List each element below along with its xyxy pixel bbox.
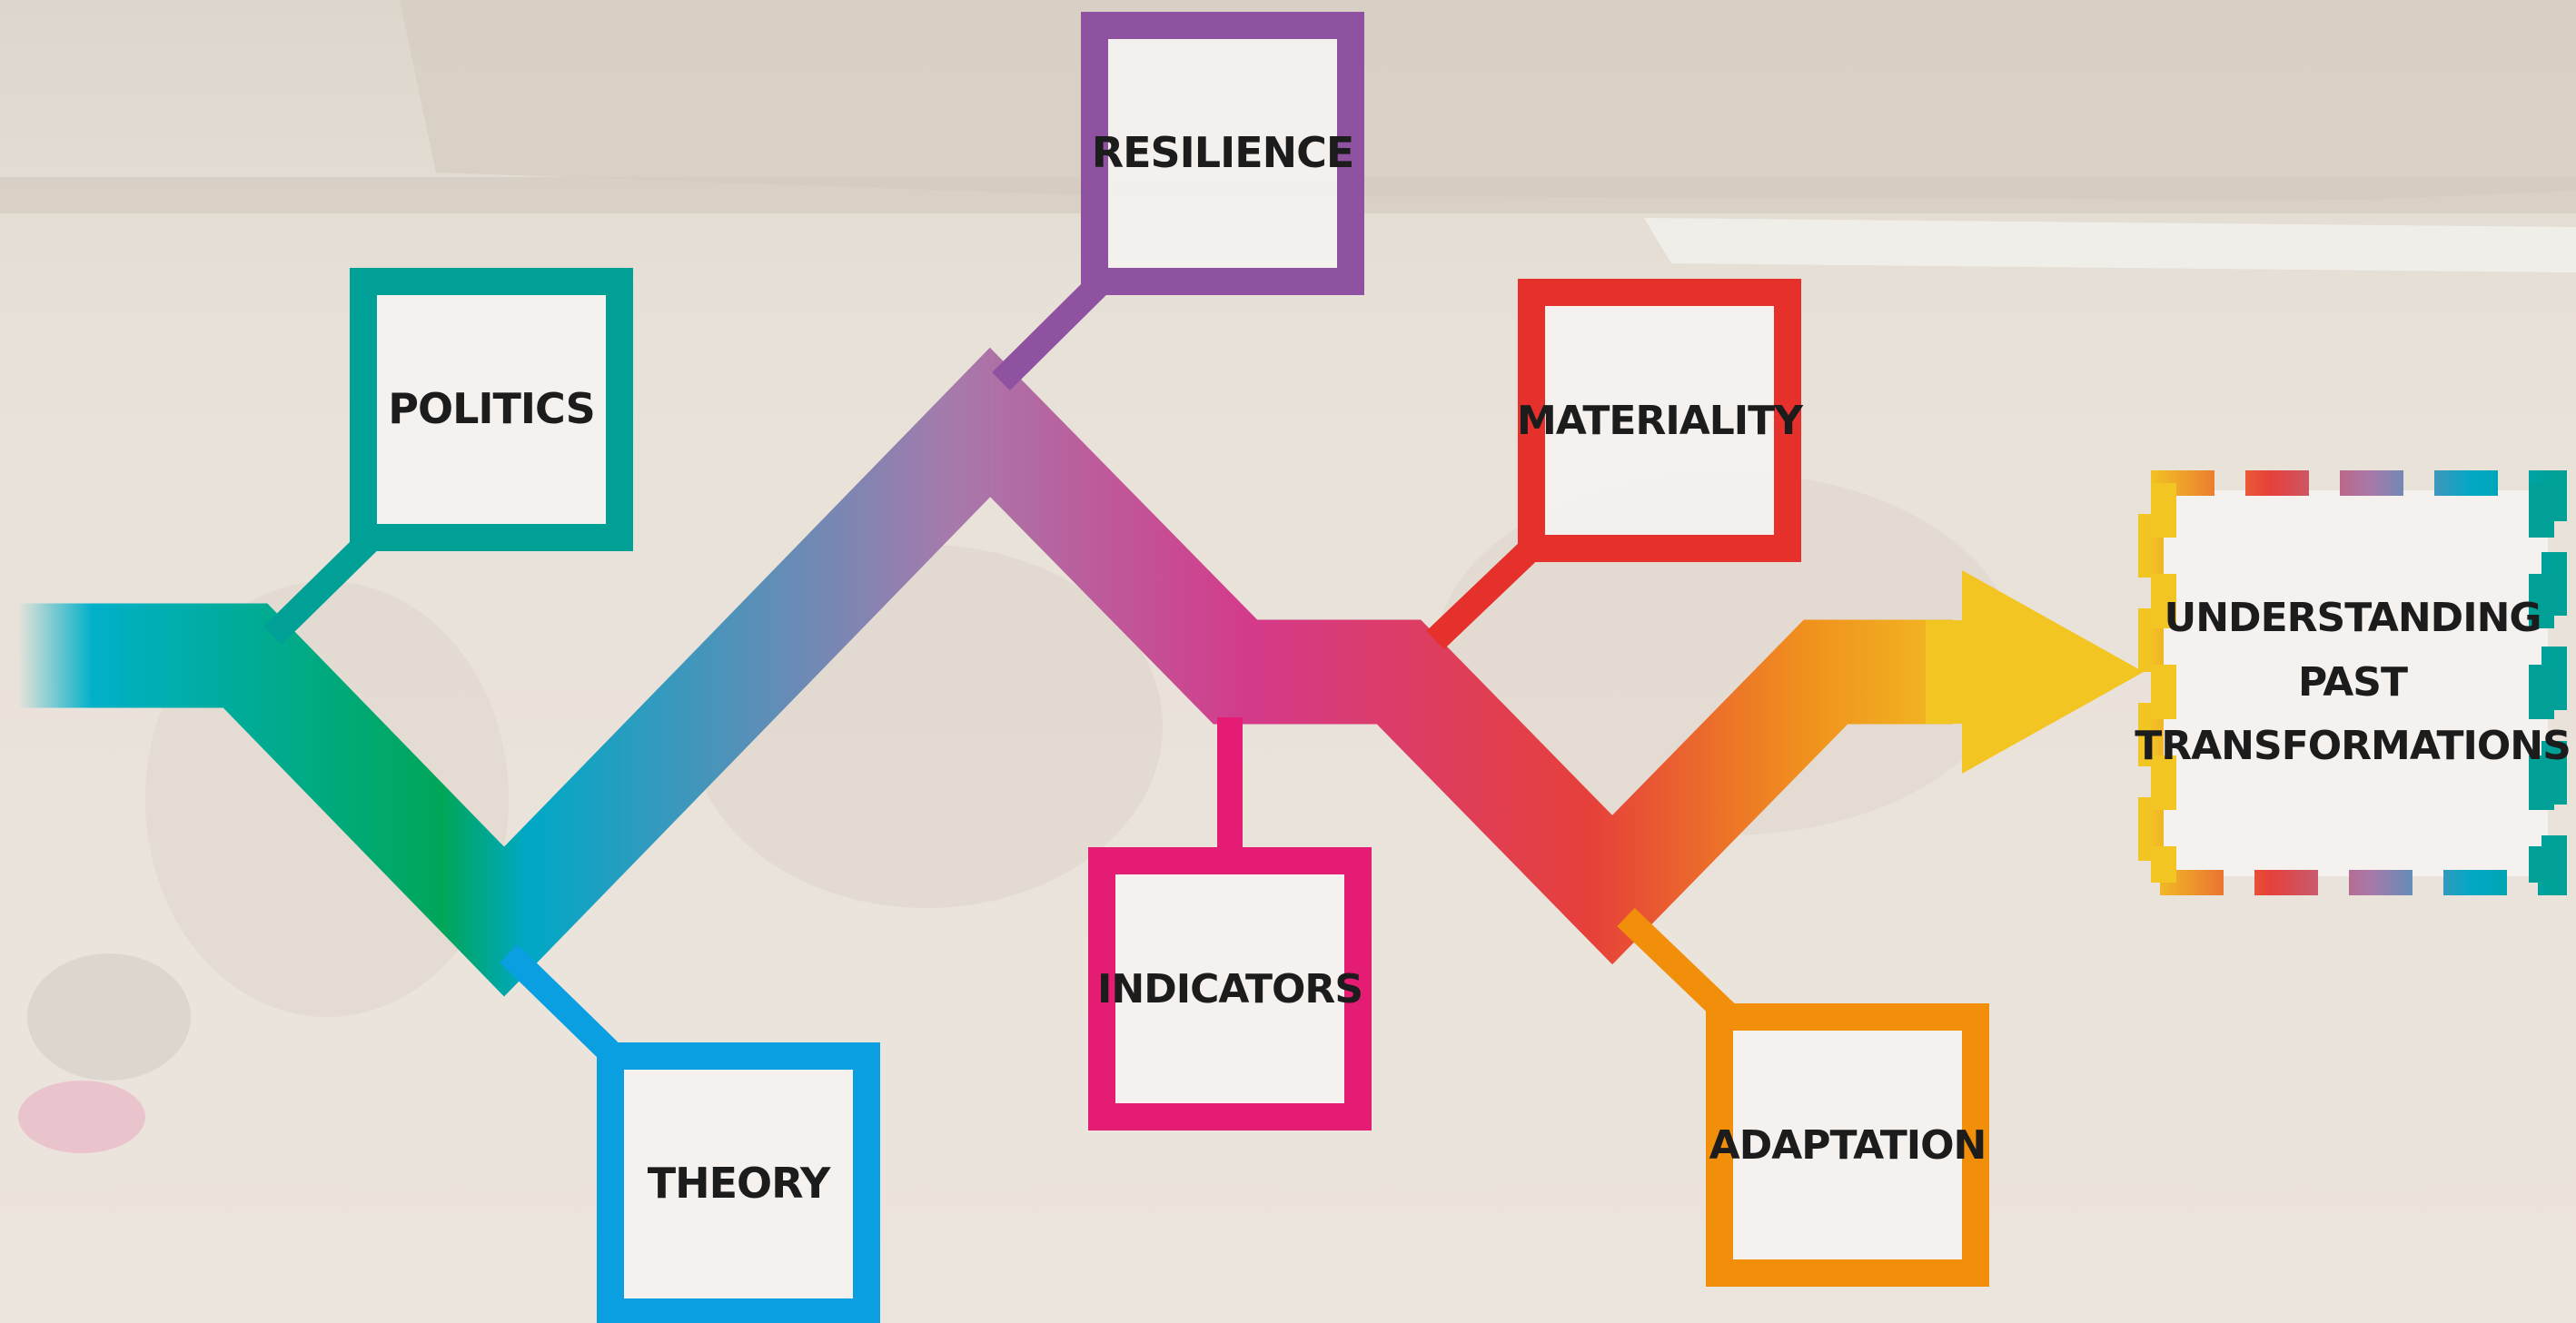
goal-line-1: UNDERSTANDING	[2164, 595, 2542, 642]
goal-line-2: PAST	[2298, 658, 2408, 706]
flow-path	[18, 347, 2144, 997]
label-materiality: MATERIALITY	[1516, 397, 1803, 444]
box-resilience	[1081, 12, 1364, 295]
flow-arrow-head-shape	[1926, 570, 2144, 774]
box-adaptation	[1706, 1003, 1989, 1287]
label-politics: POLITICS	[388, 384, 595, 434]
connectors	[263, 275, 1739, 1068]
topic-boxes	[350, 12, 1989, 1323]
label-adaptation: ADAPTATION	[1709, 1121, 1987, 1169]
box-theory	[597, 1042, 880, 1323]
goal-box	[2138, 470, 2567, 895]
connector-theory	[500, 943, 625, 1068]
label-resilience: RESILIENCE	[1091, 128, 1355, 178]
goal-box-fill	[2157, 490, 2548, 876]
box-materiality	[1518, 279, 1801, 562]
box-indicators	[1088, 847, 1372, 1130]
connector-politics	[263, 528, 381, 645]
box-politics	[350, 268, 633, 551]
connector-adaptation	[1617, 907, 1739, 1027]
goal-label: UNDERSTANDING PAST TRANSFORMATIONS	[2135, 501, 2571, 864]
label-indicators: INDICATORS	[1097, 965, 1363, 1012]
main-flow-line	[18, 347, 1953, 997]
label-theory: THEORY	[647, 1159, 831, 1209]
goal-line-3: TRANSFORMATIONS	[2135, 723, 2571, 770]
connector-resilience	[992, 275, 1108, 390]
